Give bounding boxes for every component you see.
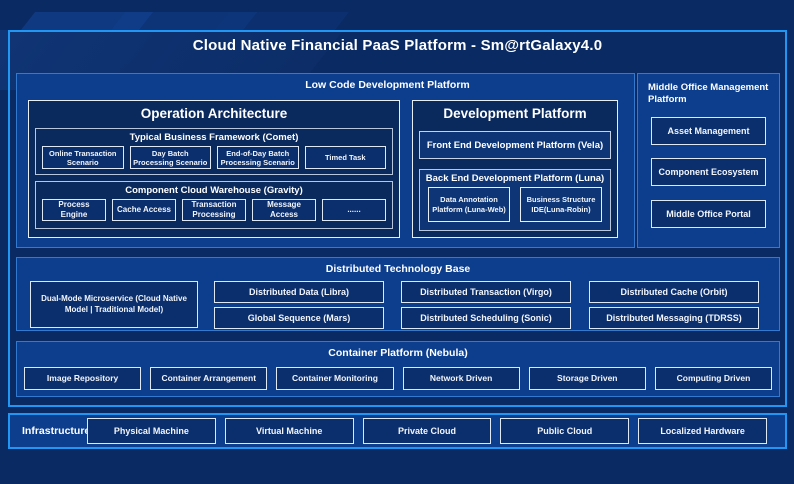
front-end-development-platform-box: Front End Development Platform (Vela) xyxy=(419,131,611,159)
leaf-transaction-processing: Transaction Processing xyxy=(182,199,246,221)
leaf-container-arrangement: Container Arrangement xyxy=(150,367,268,390)
leaf-localized-hardware: Localized Hardware xyxy=(638,418,767,444)
development-platform-panel: Development Platform Front End Developme… xyxy=(412,100,618,238)
leaf-virtual-machine: Virtual Machine xyxy=(224,418,354,444)
leaf-global-sequence: Global Sequence (Mars) xyxy=(214,307,384,329)
leaf-public-cloud: Public Cloud xyxy=(500,418,630,444)
luna-leaf-row: Data Annotation Platform (Luna-Web) Busi… xyxy=(420,187,610,222)
leaf-distributed-data: Distributed Data (Libra) xyxy=(214,281,384,303)
typical-business-framework-box: Typical Business Framework (Comet) Onlin… xyxy=(35,128,393,175)
leaf-middle-office-portal: Middle Office Portal xyxy=(651,200,766,228)
leaf-container-monitoring: Container Monitoring xyxy=(276,367,394,390)
leaf-dual-mode-microservice: Dual-Mode Microservice (Cloud Native Mod… xyxy=(30,281,198,328)
component-cloud-warehouse-title: Component Cloud Warehouse (Gravity) xyxy=(125,185,303,196)
operation-architecture-panel: Operation Architecture Typical Business … xyxy=(28,100,400,238)
leaf-cache-access: Cache Access xyxy=(112,199,176,221)
decor-stripe xyxy=(214,12,350,30)
leaf-component-ecosystem: Component Ecosystem xyxy=(651,158,766,186)
middle-office-section-header: Middle Office Management Platform xyxy=(648,82,769,106)
leaf-business-structure-ide: Business Structure IDE(Luna-Robin) xyxy=(520,187,602,222)
leaf-day-batch-processing-scenario: Day Batch Processing Scenario xyxy=(129,146,211,169)
leaf-online-transaction-scenario: Online Transaction Scenario xyxy=(42,146,124,169)
distributed-section-header: Distributed Technology Base xyxy=(325,263,471,275)
infrastructure-leaf-row: Physical Machine Virtual Machine Private… xyxy=(87,418,767,444)
middle-office-management-platform-section: Middle Office Management Platform Asset … xyxy=(637,73,780,248)
container-platform-leaf-row: Image Repository Container Arrangement C… xyxy=(24,367,773,390)
infrastructure-section: Infrastructure Physical Machine Virtual … xyxy=(8,413,787,449)
container-platform-section: Container Platform (Nebula) Image Reposi… xyxy=(16,341,780,397)
back-end-development-platform-box: Back End Development Platform (Luna) Dat… xyxy=(419,169,611,231)
leaf-end-of-day-batch-processing-scenario: End-of-Day Batch Processing Scenario xyxy=(217,146,299,169)
leaf-message-access: Message Access xyxy=(252,199,316,221)
leaf-private-cloud: Private Cloud xyxy=(362,418,492,444)
comet-leaf-row: Online Transaction Scenario Day Batch Pr… xyxy=(36,146,392,169)
back-end-development-platform-title: Back End Development Platform (Luna) xyxy=(425,173,605,184)
leaf-distributed-messaging: Distributed Messaging (TDRSS) xyxy=(589,307,759,329)
leaf-distributed-cache: Distributed Cache (Orbit) xyxy=(589,281,759,303)
typical-business-framework-title: Typical Business Framework (Comet) xyxy=(129,132,299,143)
development-platform-title: Development Platform xyxy=(443,106,587,121)
leaf-timed-task: Timed Task xyxy=(304,146,386,169)
container-platform-section-header: Container Platform (Nebula) xyxy=(328,347,468,359)
leaf-physical-machine: Physical Machine xyxy=(87,418,216,444)
leaf-network-driven: Network Driven xyxy=(402,367,520,390)
gravity-leaf-row: Process Engine Cache Access Transaction … xyxy=(36,199,392,221)
leaf-storage-driven: Storage Driven xyxy=(528,367,646,390)
main-frame xyxy=(8,30,787,407)
leaf-ellipsis: ...... xyxy=(322,199,386,221)
leaf-distributed-scheduling: Distributed Scheduling (Sonic) xyxy=(401,307,571,329)
page-title: Cloud Native Financial PaaS Platform - S… xyxy=(192,37,603,54)
leaf-computing-driven: Computing Driven xyxy=(654,367,773,390)
operation-architecture-title: Operation Architecture xyxy=(140,106,288,121)
leaf-image-repository: Image Repository xyxy=(24,367,142,390)
distributed-technology-base-section: Distributed Technology Base Dual-Mode Mi… xyxy=(16,257,780,331)
low-code-development-platform-section: Low Code Development Platform Operation … xyxy=(16,73,635,248)
leaf-data-annotation-platform: Data Annotation Platform (Luna-Web) xyxy=(428,187,510,222)
leaf-process-engine: Process Engine xyxy=(42,199,106,221)
leaf-asset-management: Asset Management xyxy=(651,117,766,145)
leaf-distributed-transaction: Distributed Transaction (Virgo) xyxy=(401,281,571,303)
infrastructure-label: Infrastructure xyxy=(22,425,91,437)
component-cloud-warehouse-box: Component Cloud Warehouse (Gravity) Proc… xyxy=(35,181,393,229)
low-code-section-header: Low Code Development Platform xyxy=(305,79,470,91)
